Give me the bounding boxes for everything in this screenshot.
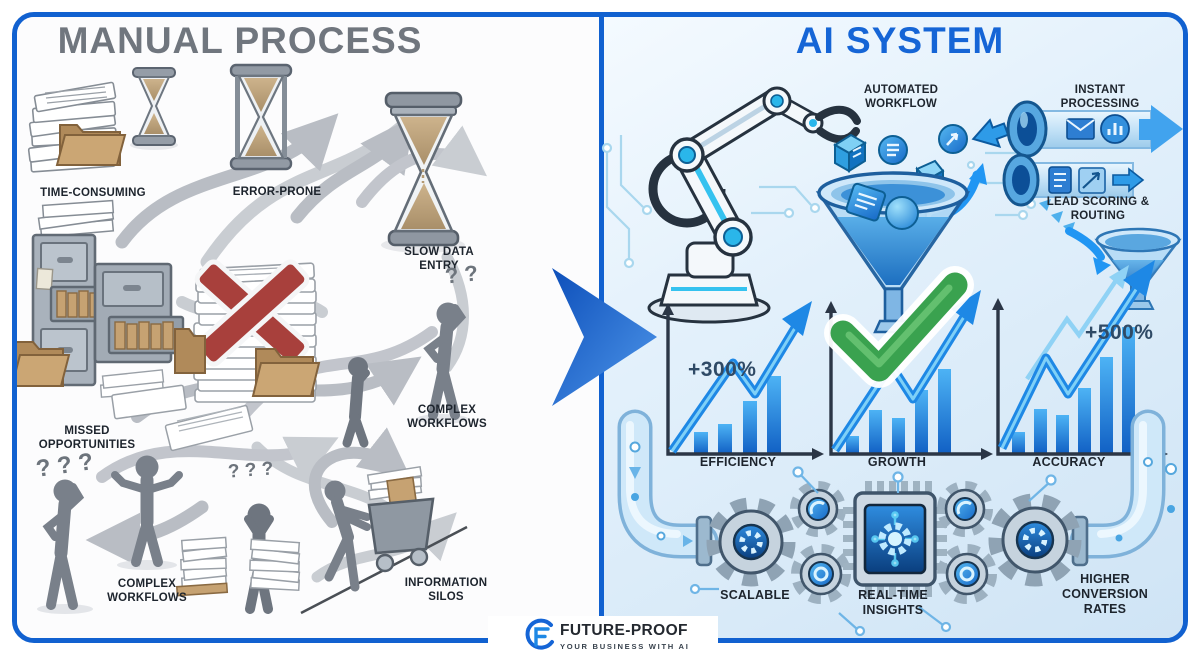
held-cube-icon xyxy=(833,133,867,173)
label-time-consuming: TIME-CONSUMING xyxy=(40,187,146,199)
connector-lines xyxy=(689,466,1057,637)
shrugging-person xyxy=(111,455,183,570)
label-error-prone: ERROR-PRONE xyxy=(232,186,322,198)
label-scalable: SCALABLE xyxy=(720,588,790,602)
label-realtime-insights: REAL-TIME INSIGHTS xyxy=(858,588,928,617)
gear-small-top-right xyxy=(937,481,993,537)
main-funnel-icon xyxy=(815,171,971,334)
gear-small-bottom-left xyxy=(791,544,851,604)
small-hourglass-icon xyxy=(130,67,178,150)
confused-person-right xyxy=(416,302,468,424)
label-instant-processing: INSTANT PROCESSING xyxy=(1060,84,1140,110)
filing-cabinet-icon xyxy=(17,199,185,398)
brand-footer: FUTURE-PROOF YOUR BUSINESS WITH AI xyxy=(488,616,718,655)
ai-system-title: AI SYSTEM xyxy=(795,20,1005,61)
tall-hourglass-icon xyxy=(381,91,465,253)
label-accuracy: ACCURACY xyxy=(1032,455,1106,469)
ai-chip-icon xyxy=(843,481,947,597)
ai-system-illustration xyxy=(601,86,1183,637)
accuracy-chart xyxy=(992,260,1168,460)
left-pipe xyxy=(617,409,719,567)
label-complex-workflows-lower: COMPLEX WORKFLOWS xyxy=(107,578,187,604)
paper-stack-icon xyxy=(27,81,127,173)
label-missed-opportunities: MISSED OPPORTUNITIES xyxy=(38,425,136,451)
label-higher-conversion-rates: HIGHER CONVERSION RATES xyxy=(1061,572,1149,616)
cart-person xyxy=(300,465,468,615)
label-automated-workflow: AUTOMATED WORKFLOW xyxy=(863,84,939,110)
small-funnel-icon xyxy=(1094,227,1182,310)
question-marks: ? ? ? xyxy=(227,458,275,483)
growth-chart xyxy=(825,290,993,460)
question-marks: ? ? xyxy=(443,260,480,289)
label-efficiency: EFFICIENCY xyxy=(699,455,777,469)
thinking-person-mid xyxy=(342,357,370,448)
efficiency-chart xyxy=(662,301,824,460)
label-growth: GROWTH xyxy=(867,455,927,469)
large-hourglass-icon xyxy=(229,63,293,171)
label-lead-scoring-routing: LEAD SCORING & ROUTING xyxy=(1046,196,1150,222)
gear-small-bottom-right xyxy=(937,544,997,604)
confused-person-bottom-left xyxy=(37,479,93,614)
accuracy-gain-value: +500% xyxy=(1085,321,1154,344)
label-complex-workflows-upper: COMPLEX WORKFLOWS xyxy=(407,404,487,430)
manual-process-illustration xyxy=(17,63,488,615)
checkmark-icon xyxy=(824,266,974,388)
efficiency-gain-value: +300% xyxy=(688,358,757,381)
paper-piles xyxy=(175,536,301,597)
gear-large-right xyxy=(988,493,1082,587)
brand-tagline: YOUR BUSINESS WITH AI xyxy=(560,642,690,651)
gear-small-top-left xyxy=(790,481,846,537)
label-slow-data-entry: SLOW DATA ENTRY xyxy=(404,246,474,272)
lead-scoring-pipe xyxy=(1002,153,1145,275)
manual-process-title: MANUAL PROCESS xyxy=(57,20,423,61)
label-information-silos: INFORMATION SILOS xyxy=(404,577,488,603)
processing-pipe-top xyxy=(1006,100,1183,158)
rejected-paper-stack xyxy=(111,259,321,452)
brand-name: FUTURE-PROOF xyxy=(560,622,688,639)
transition-arrow xyxy=(552,268,657,406)
gear-large-left xyxy=(706,497,796,587)
brand-logo-icon xyxy=(525,618,554,650)
robot-arm xyxy=(647,86,867,324)
